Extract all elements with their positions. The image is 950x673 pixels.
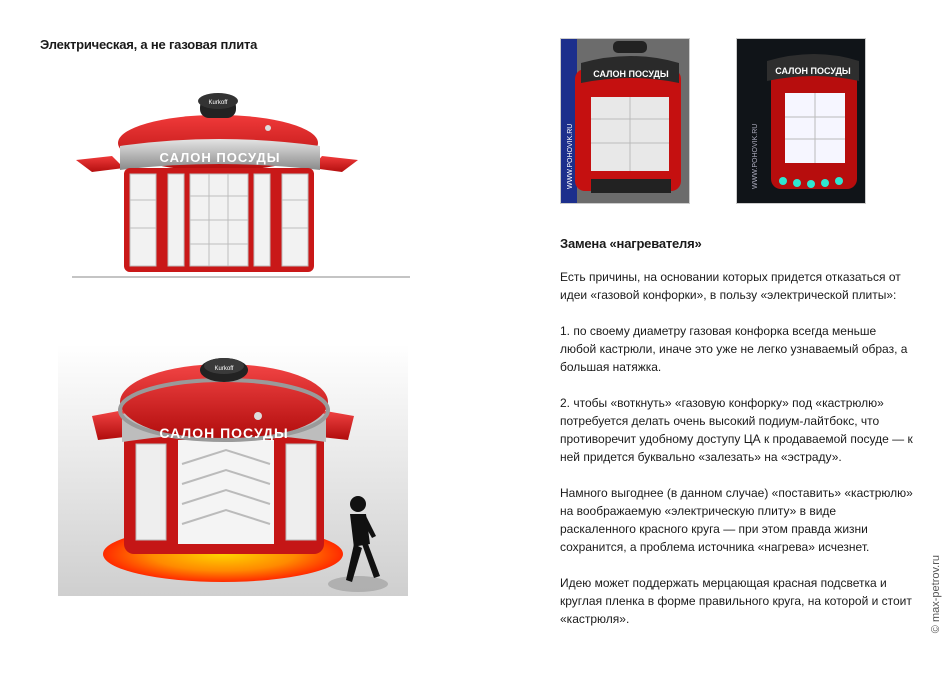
paragraph: 2. чтобы «воткнуть» «газовую конфорку» п… xyxy=(560,396,913,464)
section-title-right: Замена «нагревателя» xyxy=(560,236,702,251)
photo-sign-text: САЛОН ПОСУДЫ xyxy=(593,69,669,79)
paragraph: Идею может поддержать мерцающая красная … xyxy=(560,576,912,626)
kiosk-photo-night: САЛОН ПОСУДЫ WWW.POHOVIK.RU xyxy=(736,38,866,204)
pot-kiosk-illustration-front: САЛОН ПОСУДЫ Kurkoff xyxy=(72,93,410,278)
copyright-credit: © max-petrov.ru xyxy=(930,555,942,634)
body-text: Есть причины, на основании которых приде… xyxy=(560,268,915,646)
lid-brand-text: Kurkoff xyxy=(209,100,228,106)
pot-kiosk-illustration-perspective: САЛОН ПОСУДЫ Kurkoff xyxy=(58,344,408,596)
kiosk-photo-day: САЛОН ПОСУДЫ WWW.POHOVIK.RU xyxy=(560,38,690,204)
lid-brand-text-perspective: Kurkoff xyxy=(215,366,234,372)
section-title-left: Электрическая, а не газовая плита xyxy=(40,37,258,52)
paragraph: 1. по своему диаметру газовая конфорка в… xyxy=(560,324,908,374)
photo-side-text: WWW.POHOVIK.RU xyxy=(567,124,574,189)
photo-side-text-night: WWW.POHOVIK.RU xyxy=(752,124,759,189)
paragraph: Намного выгоднее (в данном случае) «пост… xyxy=(560,486,913,554)
pot-sign-text-perspective: САЛОН ПОСУДЫ xyxy=(159,425,288,441)
photo-sign-text-night: САЛОН ПОСУДЫ xyxy=(775,66,851,76)
pot-sign-text: САЛОН ПОСУДЫ xyxy=(160,150,281,165)
walking-person-silhouette xyxy=(346,496,380,582)
paragraph: Есть причины, на основании которых приде… xyxy=(560,270,901,302)
